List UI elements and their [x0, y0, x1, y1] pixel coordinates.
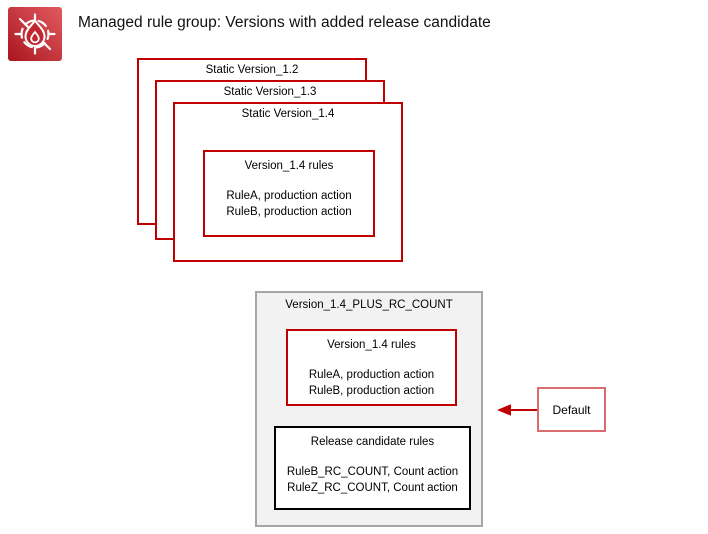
static-version-1-2-label: Static Version_1.2 [205, 64, 299, 76]
rule-line: RuleB, production action [226, 206, 352, 218]
rule-line: RuleA, production action [226, 190, 352, 202]
static-version-1-3-label: Static Version_1.3 [223, 86, 317, 98]
waf-flame-target-icon [8, 7, 62, 61]
rc-group-title: Version_1.4_PLUS_RC_COUNT [285, 299, 453, 311]
release-candidate-rules-box: Release candidate rules RuleB_RC_COUNT, … [274, 426, 471, 510]
rule-line: RuleB, production action [308, 385, 435, 397]
default-label: Default [552, 402, 591, 417]
rules-box-title: Version_1.4 rules [244, 160, 334, 172]
version-1-4-rules-box-inner: Version_1.4 rules RuleA, production acti… [286, 329, 457, 406]
rule-line: RuleB_RC_COUNT, Count action [286, 466, 459, 478]
rule-line: RuleA, production action [308, 369, 435, 381]
rule-line: RuleZ_RC_COUNT, Count action [287, 482, 458, 494]
rules-box-title: Version_1.4 rules [327, 339, 416, 351]
page-title: Managed rule group: Versions with added … [78, 14, 491, 31]
static-version-1-4-label: Static Version_1.4 [241, 108, 335, 120]
default-arrow [497, 404, 538, 416]
version-1-4-rules-box: Version_1.4 rules RuleA, production acti… [203, 150, 375, 237]
version-1-4-plus-rc-count-box: Version_1.4_PLUS_RC_COUNT Version_1.4 ru… [255, 291, 483, 527]
waf-icon-graphic [8, 7, 62, 61]
default-box: Default [537, 387, 606, 432]
rules-box-title: Release candidate rules [310, 436, 435, 448]
